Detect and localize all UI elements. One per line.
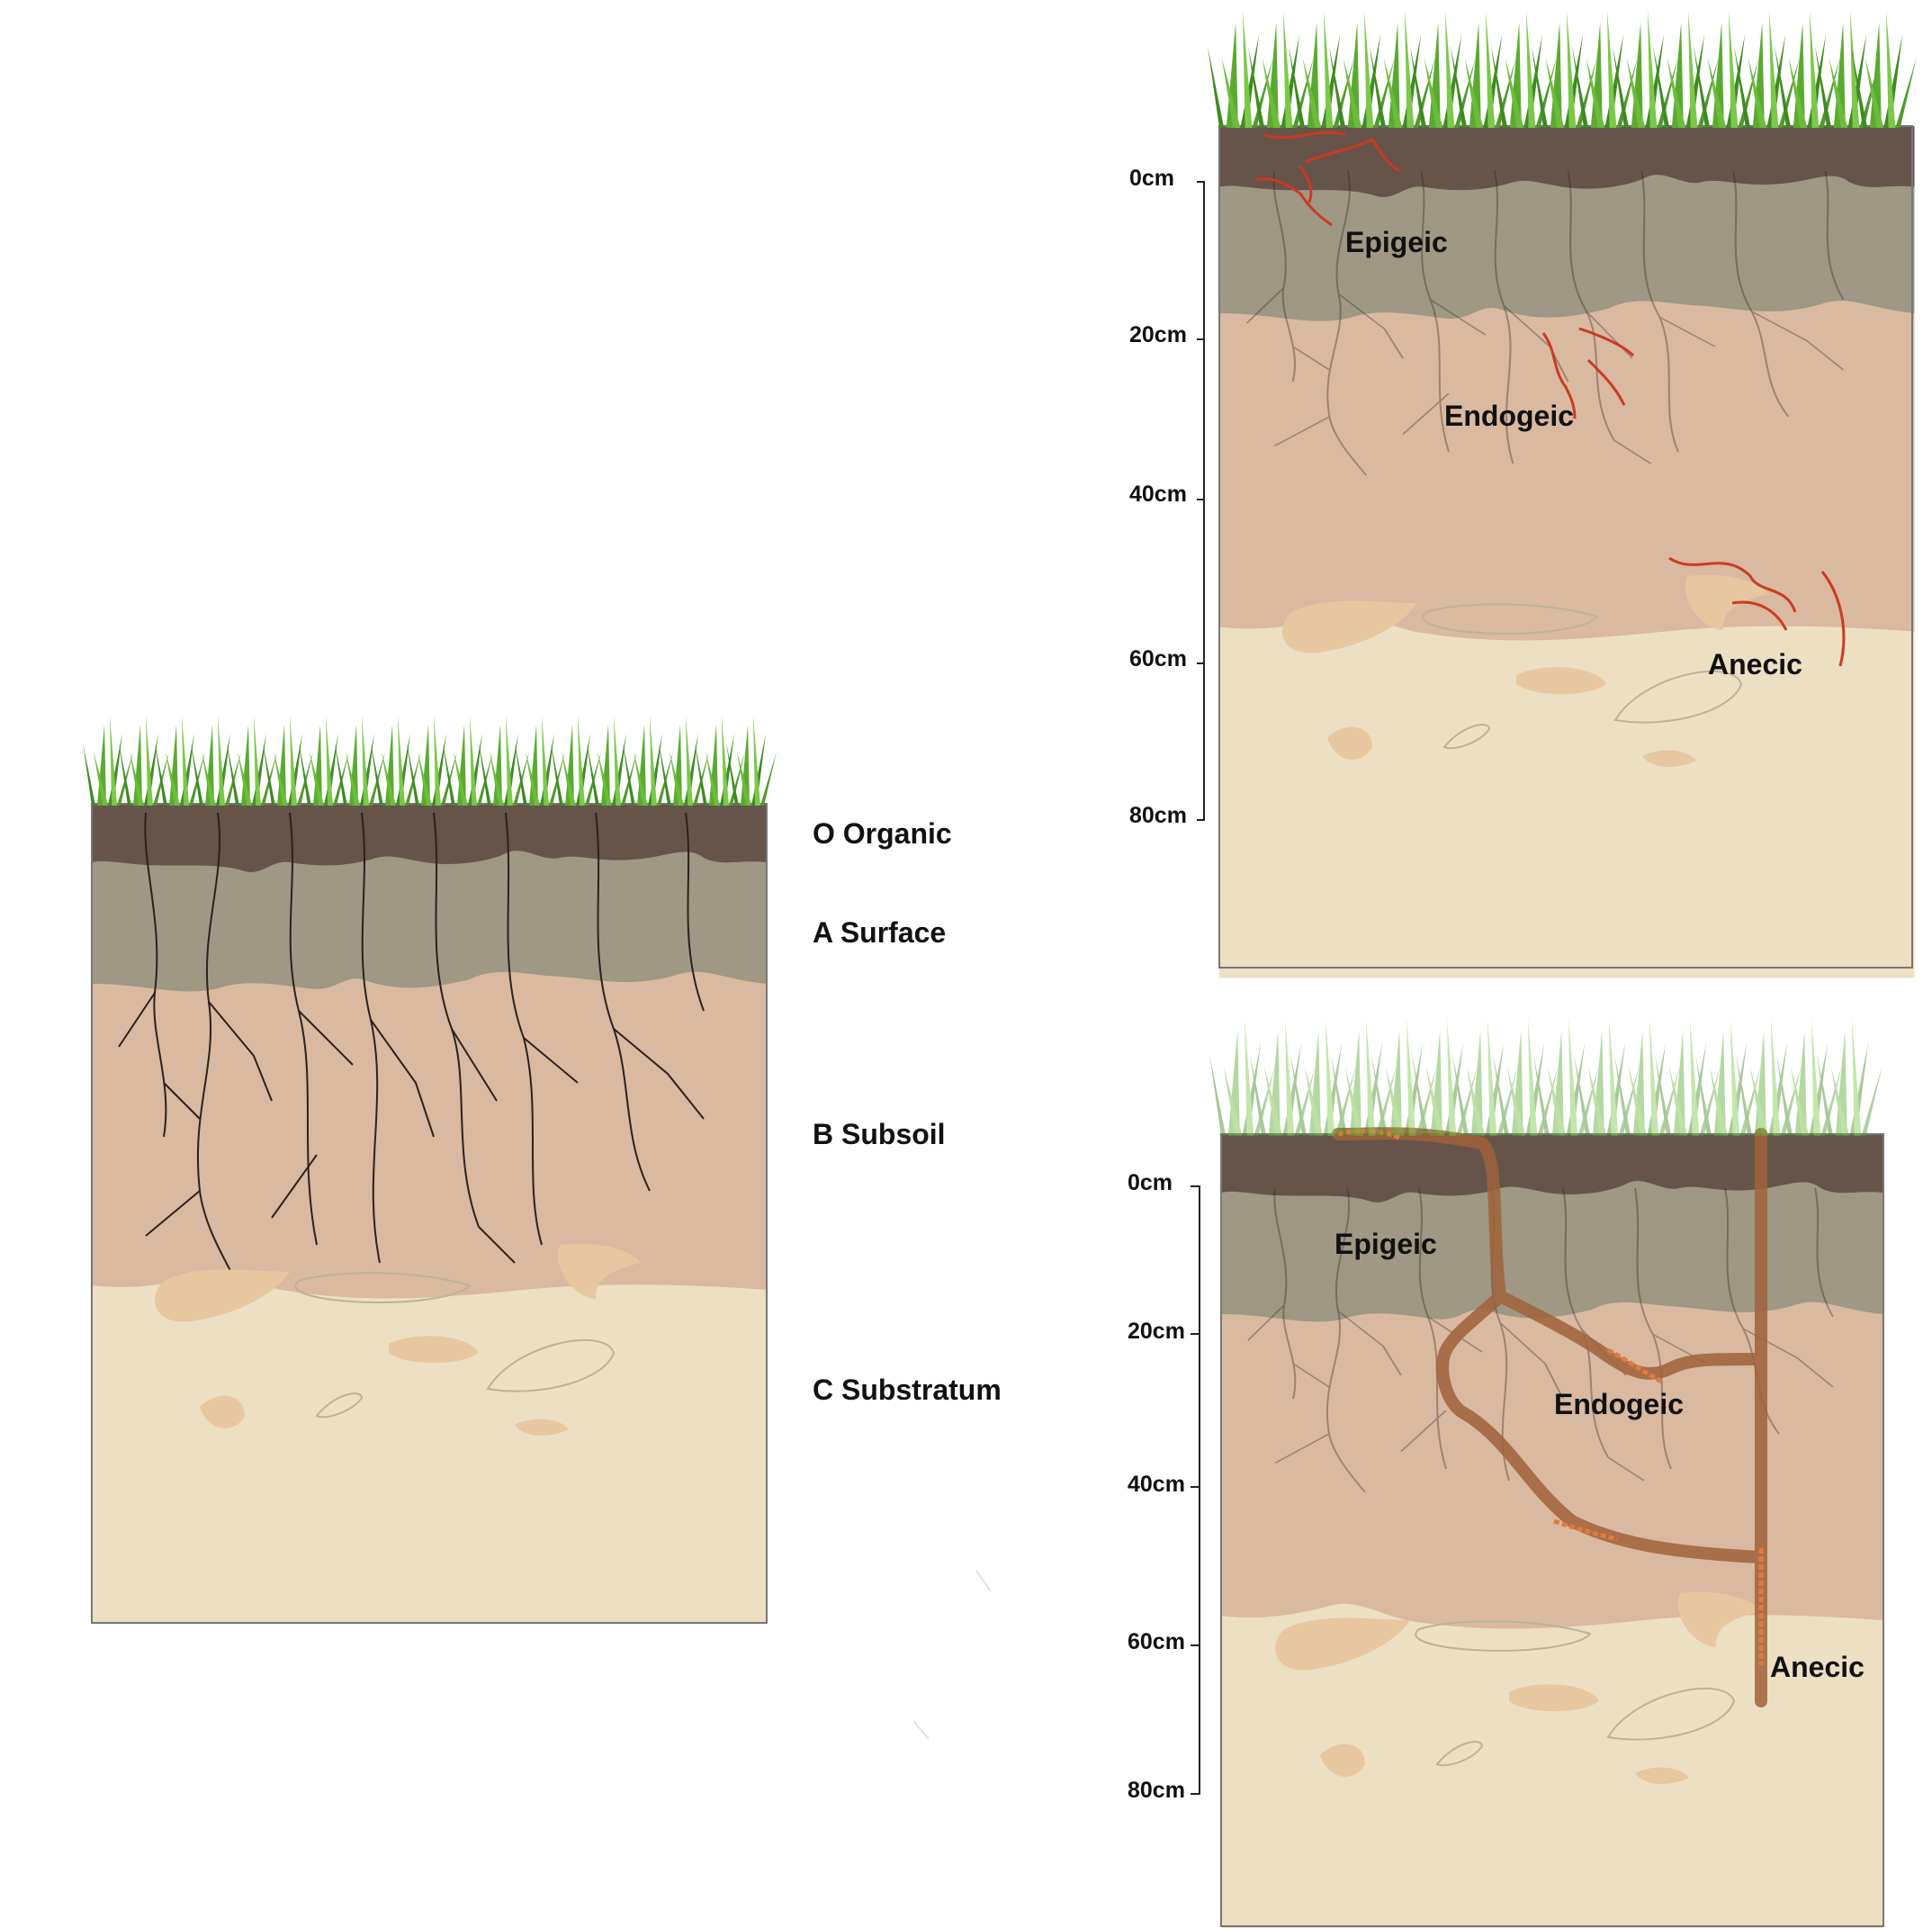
worm-label-epigeic: Epigeic (1334, 1228, 1437, 1260)
top-right-grass (1208, 11, 1917, 128)
stray-mark (913, 1721, 929, 1739)
worm-label-endogeic: Endogeic (1444, 400, 1574, 432)
horizon-label-subsoil: B Subsoil (813, 1118, 946, 1150)
top-depth-scale: 0cm 20cm 40cm 60cm 80cm (1129, 166, 1204, 828)
depth-tick-label: 60cm (1128, 1629, 1185, 1654)
stray-mark (976, 1571, 991, 1591)
horizon-label-organic: O Organic (813, 817, 952, 850)
left-soil-profile (83, 716, 777, 1623)
top-right-soil-profile (1208, 11, 1917, 978)
bottom-right-grass (1209, 1019, 1883, 1136)
depth-tick-label: 60cm (1129, 646, 1187, 671)
depth-tick-label: 80cm (1129, 803, 1187, 828)
worm-label-endogeic: Endogeic (1554, 1388, 1684, 1420)
bottom-right-soil-profile (1209, 1019, 1883, 1928)
worm-label-anecic: Anecic (1770, 1651, 1865, 1683)
depth-tick-label: 80cm (1128, 1778, 1185, 1803)
depth-tick-label: 0cm (1129, 166, 1174, 191)
worm-label-anecic: Anecic (1708, 648, 1802, 680)
left-grass (83, 716, 777, 806)
depth-tick-label: 0cm (1128, 1170, 1173, 1195)
bottom-depth-scale: 0cm 20cm 40cm 60cm 80cm (1128, 1170, 1200, 1803)
depth-tick-label: 20cm (1128, 1319, 1185, 1344)
horizon-label-substratum: C Substratum (813, 1374, 1002, 1406)
horizon-label-surface: A Surface (813, 916, 946, 949)
depth-tick-label: 20cm (1129, 322, 1187, 347)
depth-tick-label: 40cm (1128, 1472, 1185, 1497)
depth-tick-label: 40cm (1129, 482, 1187, 507)
worm-label-epigeic: Epigeic (1345, 226, 1448, 258)
